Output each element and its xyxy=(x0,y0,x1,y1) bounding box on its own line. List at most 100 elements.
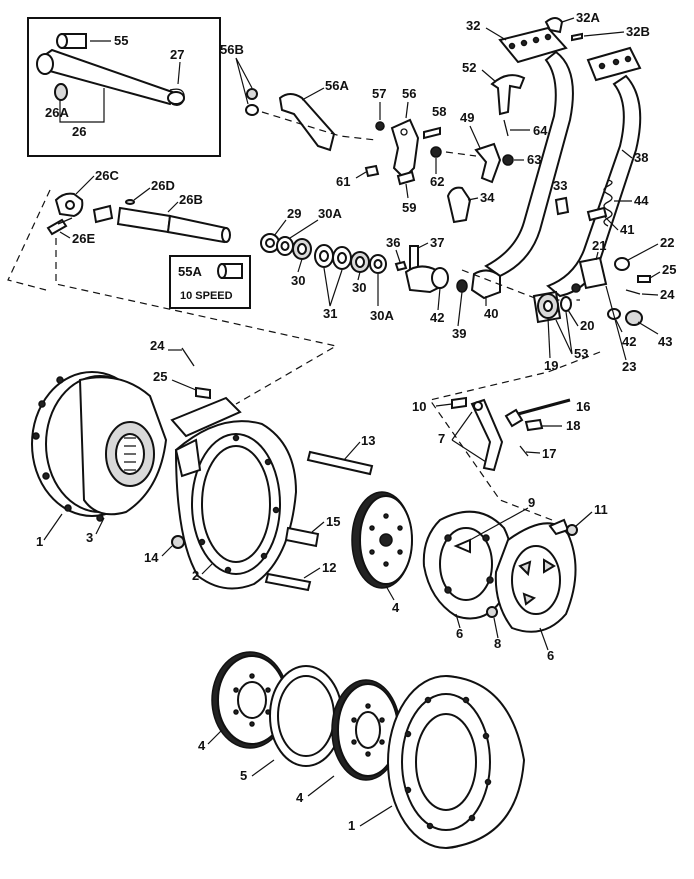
callout-14: 14 xyxy=(144,550,159,565)
ball-part-8 xyxy=(486,606,498,618)
nut-part-63 xyxy=(502,154,514,166)
brake-drum-part-1 xyxy=(387,675,526,849)
routing-line-main xyxy=(55,238,338,405)
callout-32A: 32A xyxy=(576,10,600,25)
callout-31: 31 xyxy=(323,306,337,321)
actuator-rod-assembly xyxy=(170,396,242,438)
actuator-plate-part-6-rear xyxy=(494,518,577,633)
bolt-part-61 xyxy=(364,164,380,178)
callout-1-top: 1 xyxy=(36,534,43,549)
callout-4-left: 4 xyxy=(198,738,206,753)
cotter-part-17 xyxy=(519,445,529,457)
callout-42-right: 42 xyxy=(622,334,636,349)
callout-22: 22 xyxy=(660,235,674,250)
callout-7: 7 xyxy=(438,431,445,446)
brake-disc-part-4-mid xyxy=(351,491,413,589)
callout-20: 20 xyxy=(580,318,594,333)
callout-25-left: 25 xyxy=(153,369,167,384)
callout-30A-bottom: 30A xyxy=(370,308,394,323)
callout-55A: 55A xyxy=(178,264,202,279)
callout-59: 59 xyxy=(402,200,416,215)
callout-26D: 26D xyxy=(151,178,175,193)
washer-part-39 xyxy=(456,279,468,293)
washer-part-42-left xyxy=(431,267,449,289)
callout-13: 13 xyxy=(361,433,375,448)
callout-12: 12 xyxy=(322,560,336,575)
callout-17: 17 xyxy=(542,446,556,461)
callout-27: 27 xyxy=(170,47,184,62)
nut-part-43 xyxy=(625,310,643,326)
hub-part-40 xyxy=(470,269,501,300)
ring-part-20 xyxy=(560,296,572,312)
callout-49: 49 xyxy=(460,110,474,125)
callout-43: 43 xyxy=(658,334,672,349)
stud-part-33 xyxy=(554,196,570,216)
callout-41: 41 xyxy=(620,222,634,237)
callout-26C: 26C xyxy=(95,168,119,183)
shaft-part-26B xyxy=(166,214,228,244)
callout-37: 37 xyxy=(430,235,444,250)
routing-line-49 xyxy=(445,151,477,157)
lever-part-26C xyxy=(54,192,84,218)
nut-part-62 xyxy=(430,146,442,158)
callout-4-mid: 4 xyxy=(392,600,400,615)
inset-frame xyxy=(27,17,221,157)
cross-shaft-part-26 xyxy=(36,48,185,106)
callout-61: 61 xyxy=(336,174,350,189)
bushing-part-26B-small xyxy=(92,204,114,224)
callout-30A-top: 30A xyxy=(318,206,342,221)
callout-40: 40 xyxy=(484,306,498,321)
callout-15: 15 xyxy=(326,514,340,529)
pedal-part-38 xyxy=(546,46,642,298)
link-part-7 xyxy=(470,398,504,472)
callout-32: 32 xyxy=(466,18,480,33)
nut-part-11 xyxy=(566,524,578,536)
callout-52: 52 xyxy=(462,60,476,75)
bolt-part-59 xyxy=(396,170,416,186)
callout-4-bottom: 4 xyxy=(296,790,304,805)
pin-part-36 xyxy=(394,260,408,272)
callout-9: 9 xyxy=(528,495,535,510)
pin-part-32B xyxy=(571,32,583,42)
callout-33: 33 xyxy=(553,178,567,193)
cylinder-part-19 xyxy=(532,290,562,324)
pin-part-24-left xyxy=(181,347,195,367)
callout-62: 62 xyxy=(430,174,444,189)
snap-ring-part-27 xyxy=(169,88,185,106)
callout-6-front: 6 xyxy=(456,626,463,641)
callout-24-right: 24 xyxy=(660,287,675,302)
callout-34: 34 xyxy=(480,190,495,205)
callout-38: 38 xyxy=(634,150,648,165)
callout-23: 23 xyxy=(622,359,636,374)
callout-3: 3 xyxy=(86,530,93,545)
link-part-56A xyxy=(278,93,336,152)
callout-56: 56 xyxy=(402,86,416,101)
callout-1-bottom: 1 xyxy=(348,818,355,833)
callout-25-right: 25 xyxy=(662,262,676,277)
callout-26: 26 xyxy=(72,124,86,139)
nut-part-14 xyxy=(171,535,185,549)
nut-part-56B xyxy=(246,88,258,100)
callout-11: 11 xyxy=(594,502,608,517)
callout-56A: 56A xyxy=(325,78,349,93)
callout-56B: 56B xyxy=(220,42,244,57)
actuator-plate-part-6-front xyxy=(422,510,513,620)
callout-18: 18 xyxy=(566,418,580,433)
spring-part-44 xyxy=(603,179,613,227)
brake-cover-part-2 xyxy=(174,420,298,590)
callout-2: 2 xyxy=(192,568,199,583)
pin-part-64 xyxy=(503,119,509,137)
bushing-part-55A xyxy=(217,263,243,279)
stud-part-13 xyxy=(306,450,374,476)
brake-disc-part-4-left xyxy=(211,651,289,749)
callout-39: 39 xyxy=(452,326,466,341)
cap-part-22 xyxy=(614,257,630,271)
stud-part-12 xyxy=(264,572,312,592)
handle-part-52 xyxy=(490,74,526,116)
clip-part-32A xyxy=(544,17,564,34)
routing-line-56 xyxy=(261,111,377,141)
bolt-part-25-right xyxy=(637,275,651,283)
callout-10: 10 xyxy=(412,399,426,414)
pin-part-26D xyxy=(125,199,135,205)
